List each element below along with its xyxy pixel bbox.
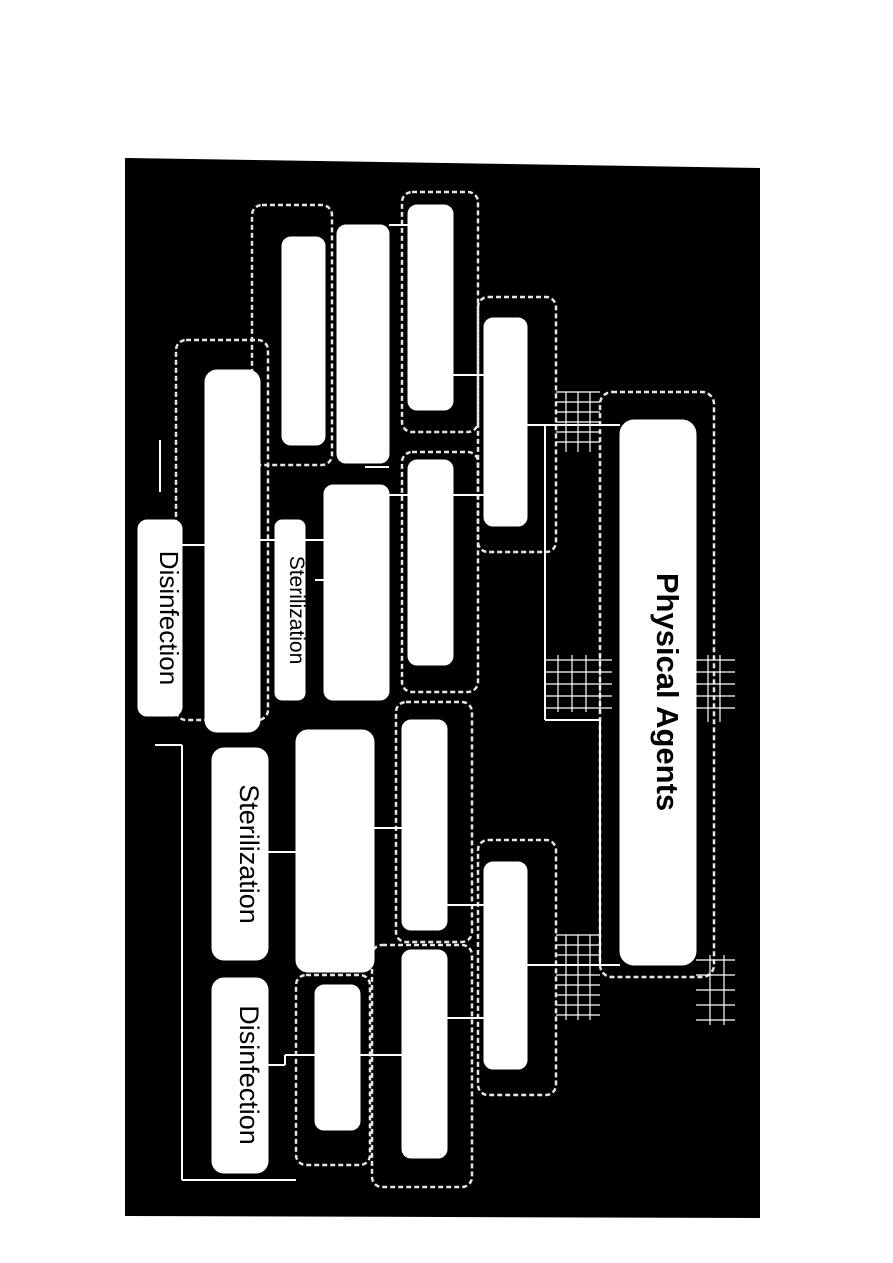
disinfection-upper-label: Disinfection bbox=[154, 551, 184, 685]
disinfection-lower-label: Disinfection bbox=[234, 1005, 264, 1145]
upper-mid-frame bbox=[400, 450, 480, 694]
left-large-box bbox=[204, 369, 261, 733]
left-top-frame bbox=[250, 203, 334, 467]
node-disinfection-lower: Disinfection bbox=[211, 977, 269, 1174]
lower-branch-box bbox=[483, 861, 528, 1070]
column-lower-box bbox=[295, 729, 375, 973]
left-lower-frame bbox=[294, 973, 372, 1167]
lower-branch-frame bbox=[476, 838, 558, 1097]
lower-bottom-box bbox=[401, 949, 448, 1159]
upper-top-box bbox=[407, 204, 454, 411]
root-frame bbox=[598, 390, 716, 979]
lower-top-frame bbox=[394, 700, 474, 944]
node-sterilization-lower: Sterilization bbox=[211, 747, 269, 961]
connector-grid-upper bbox=[556, 391, 600, 452]
diagram-boxes bbox=[204, 204, 697, 1159]
node-physical-agents: Physical Agents bbox=[650, 573, 685, 811]
node-sterilization-upper: Sterilization bbox=[274, 519, 308, 701]
connectors bbox=[155, 224, 620, 1181]
upper-top-frame bbox=[400, 190, 480, 434]
upper-branch-box bbox=[483, 317, 528, 527]
connector-grid-middle bbox=[545, 655, 612, 712]
lower-top-box bbox=[401, 719, 448, 931]
root-box bbox=[619, 419, 697, 966]
sterilization-lower-label: Sterilization bbox=[234, 784, 264, 924]
column-bottom-box bbox=[314, 984, 361, 1131]
lower-bottom-frame bbox=[370, 943, 474, 1189]
upper-mid-box bbox=[407, 459, 454, 666]
left-top-box bbox=[281, 236, 326, 446]
connector-grid-right bbox=[696, 655, 735, 1025]
root-label: Physical Agents bbox=[650, 573, 685, 811]
sterilization-upper-label: Sterilization bbox=[285, 556, 308, 665]
column-mid-box bbox=[323, 484, 390, 701]
node-disinfection-upper: Disinfection bbox=[137, 519, 184, 717]
column-top-box bbox=[336, 224, 390, 464]
upper-branch-frame bbox=[476, 295, 558, 554]
